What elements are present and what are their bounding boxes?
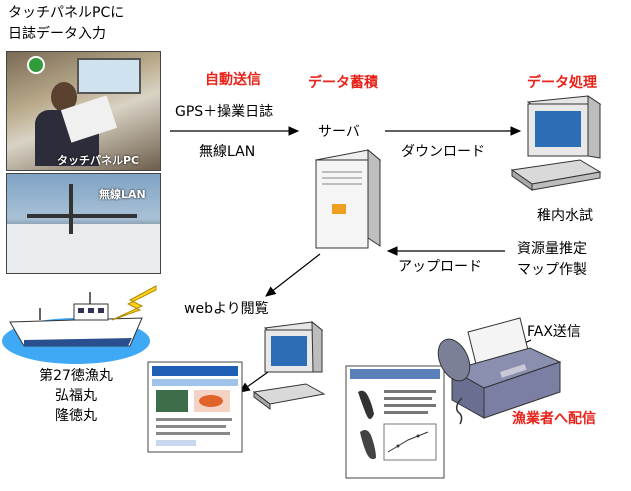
send-detail-label: GPS＋操業日誌 bbox=[175, 104, 274, 120]
send-method-label: 無線LAN bbox=[199, 144, 256, 160]
window-icon bbox=[77, 58, 141, 94]
estimate-label-line1: 資源量推定 bbox=[517, 241, 587, 257]
institute-label: 稚内水試 bbox=[537, 208, 593, 224]
input-title-line1: タッチパネルPCに bbox=[8, 5, 125, 21]
boat-deck-icon bbox=[7, 224, 160, 273]
server-icon bbox=[314, 148, 382, 249]
download-label: ダウンロード bbox=[401, 144, 485, 160]
boat-name-1: 第27徳漁丸 bbox=[39, 368, 113, 384]
step-send-label: 自動送信 bbox=[205, 72, 261, 88]
green-marker-icon bbox=[27, 56, 45, 74]
step-process-label: データ処理 bbox=[527, 75, 597, 91]
photo-top-caption: タッチパネルPC bbox=[57, 154, 140, 167]
estimate-label-line2: マップ作製 bbox=[517, 262, 587, 278]
lightning-icon bbox=[111, 285, 157, 321]
processing-pc-icon bbox=[510, 95, 602, 191]
server-label: サーバ bbox=[318, 124, 360, 140]
web-arrow bbox=[265, 253, 321, 297]
deliver-label: 漁業者へ配信 bbox=[512, 411, 596, 427]
step-store-label: データ蓄積 bbox=[308, 75, 378, 91]
website-page-icon bbox=[147, 361, 243, 453]
upload-label: アップロード bbox=[398, 259, 482, 275]
wireless-lan-photo: 無線LAN bbox=[6, 173, 161, 274]
fax-label: FAX送信 bbox=[527, 324, 581, 340]
boat-name-2: 弘福丸 bbox=[55, 388, 97, 404]
touch-panel-photo: タッチパネルPC bbox=[6, 51, 161, 171]
web-monitor-icon bbox=[252, 320, 326, 410]
fax-machine-icon bbox=[437, 317, 562, 425]
photo-bottom-caption: 無線LAN bbox=[99, 188, 146, 201]
fax-report-icon bbox=[345, 365, 445, 479]
fishing-boat-icon bbox=[2, 292, 150, 364]
boat-name-3: 隆徳丸 bbox=[55, 408, 97, 424]
web-label: webより閲覧 bbox=[184, 301, 269, 317]
rail-icon bbox=[27, 214, 137, 218]
input-title-line2: 日誌データ入力 bbox=[8, 26, 106, 42]
mast-icon bbox=[69, 184, 73, 234]
monitor-to-page-arrow bbox=[239, 371, 269, 393]
